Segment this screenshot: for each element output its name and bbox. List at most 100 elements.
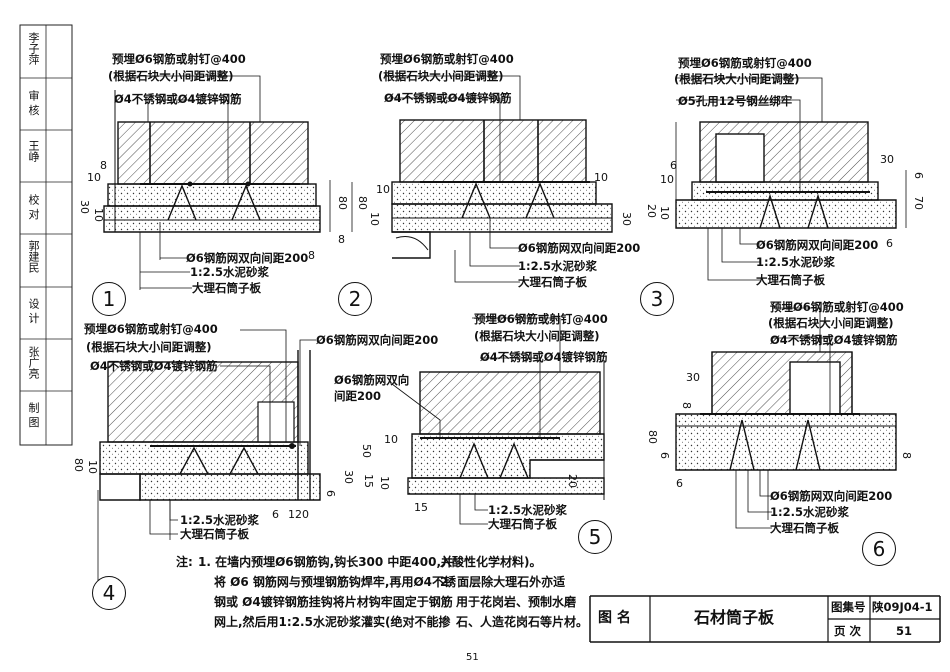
diagram-number-3: 3 — [640, 282, 674, 316]
note-2-line-2: 用于花岗岩、预制水磨 — [456, 595, 577, 609]
d5-dim-10: 10 — [384, 433, 398, 446]
diagram-6-drawing — [675, 351, 897, 520]
d5-mortar-label: 1:2.5水泥砂浆 — [488, 503, 567, 517]
d5-mesh-b: 间距200 — [334, 389, 382, 403]
d5-dim-50: 50 — [360, 444, 373, 458]
d3-dim-20: 20 — [645, 204, 658, 218]
d4-mortar-label: 1:2.5水泥砂浆 — [180, 513, 259, 527]
d6-dim-6: 6 — [658, 452, 671, 459]
d3-mesh-label: Ø6钢筋网双向间距200 — [756, 238, 879, 252]
d1-mesh-label: Ø6钢筋网双向间距200 — [186, 251, 309, 265]
note-1-line-3: 钢或 Ø4镀锌钢筋挂钩将片材钩牢固定于钢筋 — [214, 595, 453, 609]
d1-embed-label: 预埋Ø6钢筋或射钉@400 — [112, 52, 246, 66]
diagram-number-2: 2 — [338, 282, 372, 316]
d1-dim-80: 80 — [336, 196, 349, 210]
d5-dim-10b: 10 — [378, 476, 391, 490]
d4-dim-5: 6 — [324, 490, 337, 497]
side-designer-3: 郭建民 — [27, 240, 40, 273]
d2-dim-30: 30 — [620, 212, 633, 226]
d6-dim-5: 6 — [676, 477, 683, 490]
d1-embed-note: (根据石块大小间距调整) — [108, 69, 234, 83]
d2-mesh-label: Ø6钢筋网双向间距200 — [518, 241, 641, 255]
d5-embed-note: (根据石块大小间距调整) — [474, 329, 600, 343]
notes-prefix: 注: — [176, 555, 193, 569]
title-block-atlas-no: 陕09J04-1 — [872, 600, 933, 614]
d1-dim-8: 8 — [100, 159, 107, 172]
d3-slab-label: 大理石筒子板 — [756, 273, 825, 287]
d2-embed-label: 预埋Ø6钢筋或射钉@400 — [380, 52, 514, 66]
d4-embed-label: 预埋Ø6钢筋或射钉@400 — [84, 322, 218, 336]
d4-dim-6: 6 — [272, 508, 279, 521]
d6-dim-80: 80 — [646, 430, 659, 444]
d1-dim-8b: 8 — [308, 249, 315, 262]
d5-dim-15: 15 — [362, 474, 375, 488]
d4-hook-label: Ø4不锈钢或Ø4镀锌钢筋 — [90, 359, 218, 373]
note-1-line-4: 网上,然后用1:2.5水泥砂浆灌实(绝对不能掺 — [214, 615, 451, 629]
d6-dim-8b: 8 — [900, 452, 913, 459]
title-block-page-label: 页 次 — [834, 624, 862, 638]
title-block-atlas-label: 图集号 — [831, 600, 866, 614]
title-block-label: 图 名 — [598, 610, 631, 626]
d2-embed-note: (根据石块大小间距调整) — [378, 69, 504, 83]
side-designer-4: 张广亮 — [27, 346, 40, 379]
side-role-review: 审 核 — [27, 90, 40, 116]
diagram-number-1: 1 — [92, 282, 126, 316]
diagram-2-drawing — [351, 119, 613, 259]
d4-mesh-label: Ø6钢筋网双向间距200 — [316, 333, 439, 347]
d1-hook-label: Ø4不锈钢或Ø4镀锌钢筋 — [114, 92, 242, 106]
side-role-draw: 制 图 — [27, 402, 40, 428]
diagram-5-drawing — [407, 360, 605, 500]
d3-wire-label: Ø5孔用12号钢丝绑牢 — [678, 94, 793, 108]
d3-dim-10: 10 — [660, 173, 674, 186]
d4-dim-80: 80 — [72, 458, 85, 472]
d3-mortar-label: 1:2.5水泥砂浆 — [756, 255, 835, 269]
d3-dim-30: 30 — [880, 153, 894, 166]
d3-embed-label: 预埋Ø6钢筋或射钉@400 — [678, 56, 812, 70]
diagram-1-drawing — [103, 90, 331, 290]
d1-dim-10: 10 — [87, 171, 101, 184]
d2-dim-10b: 10 — [594, 171, 608, 184]
d2-mortar-label: 1:2.5水泥砂浆 — [518, 259, 597, 273]
d6-embed-label: 预埋Ø6钢筋或射钉@400 — [770, 300, 904, 314]
d6-dim-30: 30 — [686, 371, 700, 384]
d2-hook-label: Ø4不锈钢或Ø4镀锌钢筋 — [384, 91, 512, 105]
d4-dim-120: 120 — [288, 508, 309, 521]
d1-dim-10b: 10 — [92, 208, 105, 222]
diagram-number-5: 5 — [578, 520, 612, 554]
d5-embed-label: 预埋Ø6钢筋或射钉@400 — [474, 312, 608, 326]
d5-dim-15b: 15 — [414, 501, 428, 514]
diagram-number-4: 4 — [92, 576, 126, 610]
note-2-line-1: 2. 面层除大理石外亦适 — [440, 575, 566, 589]
diagram-number-6: 6 — [862, 532, 896, 566]
d4-dim-10: 10 — [86, 460, 99, 474]
note-1-line-2: 将 Ø6 钢筋网与预埋钢筋钩焊牢,再用Ø4不锈 — [214, 575, 457, 589]
d3-embed-note: (根据石块大小间距调整) — [674, 72, 800, 86]
d6-hook-label: Ø4不锈钢或Ø4镀锌钢筋 — [770, 333, 898, 347]
d3-dim-6b: 6 — [912, 172, 925, 179]
d5-hook-label: Ø4不锈钢或Ø4镀锌钢筋 — [480, 350, 608, 364]
d3-dim-70: 70 — [912, 196, 925, 210]
d6-mesh-label: Ø6钢筋网双向间距200 — [770, 489, 893, 503]
title-block-page-no: 51 — [896, 624, 913, 638]
d6-mortar-label: 1:2.5水泥砂浆 — [770, 505, 849, 519]
d2-dim-8: 8 — [338, 233, 345, 246]
diagram-3-drawing — [675, 121, 907, 229]
diagram-4-drawing — [97, 350, 321, 600]
d4-slab-label: 大理石筒子板 — [180, 527, 249, 541]
side-role-design: 设 计 — [27, 298, 40, 324]
d5-mesh-a: Ø6钢筋网双向 — [334, 373, 410, 387]
d6-embed-note: (根据石块大小间距调整) — [768, 316, 894, 330]
d3-dim-10b: 10 — [658, 206, 671, 220]
d3-dim-6: 6 — [670, 159, 677, 172]
side-designer-1: 李子萍 — [27, 32, 40, 65]
d1-dim-30: 30 — [78, 200, 91, 214]
d6-dim-8: 8 — [680, 402, 693, 409]
d2-dim-10: 10 — [376, 183, 390, 196]
title-block-name: 石材筒子板 — [694, 608, 775, 627]
d5-dim-30: 30 — [342, 470, 355, 484]
note-1-line-1: 1. 在墙内预埋Ø6钢筋钩,钩长300 中距400,并 — [198, 555, 454, 569]
note-1-line-5: 入酸性化学材料)。 — [440, 555, 542, 569]
d5-dim-20: 20 — [566, 474, 579, 488]
